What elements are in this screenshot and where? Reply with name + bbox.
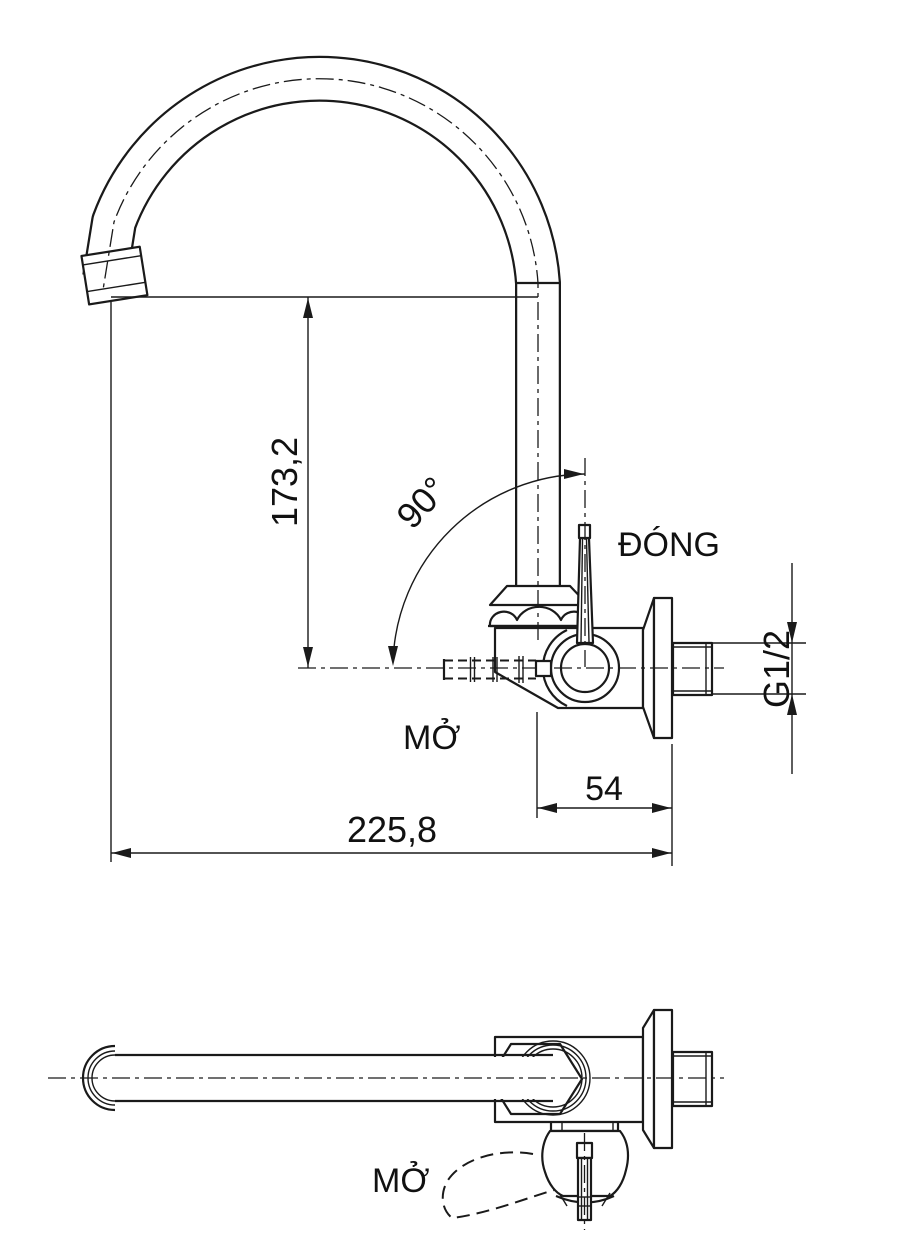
arrow-left-icon xyxy=(112,848,131,858)
arrow-up-icon xyxy=(303,298,313,318)
swivel-nut xyxy=(488,584,590,628)
closed-label: ĐÓNG xyxy=(618,526,720,564)
wall-distance-dimension: 54 xyxy=(536,712,673,866)
open-label-top: MỞ xyxy=(372,1162,429,1200)
spout-centerline xyxy=(102,78,539,640)
arrow-down-icon xyxy=(388,646,398,666)
height-dimension: 173,2 xyxy=(111,296,538,668)
wall-cone-top xyxy=(641,1008,656,1150)
angle-dimension: 90° xyxy=(388,469,455,537)
open-label-front: MỞ xyxy=(403,719,460,757)
gooseneck-spout xyxy=(82,55,561,592)
thread-dimension-text: G1/2 xyxy=(756,630,797,708)
front-view: 90° 173,2 54 225,8 xyxy=(80,55,806,866)
arrow-right-icon xyxy=(564,469,584,479)
height-dimension-text: 173,2 xyxy=(264,437,305,527)
reach-dimension-text: 225,8 xyxy=(347,809,437,850)
top-view: MỞ xyxy=(48,1008,724,1230)
reach-dimension: 225,8 xyxy=(110,302,672,862)
thread-dimension: G1/2 xyxy=(712,563,806,774)
wall-distance-text: 54 xyxy=(585,770,623,808)
thread-nipple-top xyxy=(671,1050,714,1108)
handle-phantom-swing xyxy=(441,1151,555,1220)
arrow-down-icon xyxy=(787,622,797,643)
wall-plate-top xyxy=(652,1008,674,1150)
arrow-left-icon xyxy=(538,803,557,813)
handle-open-lever xyxy=(575,1133,594,1230)
thread-nipple xyxy=(671,641,714,697)
arrow-up-icon xyxy=(787,694,797,715)
arrow-down-icon xyxy=(303,647,313,667)
arrow-right-icon xyxy=(652,803,671,813)
aerator-collar xyxy=(80,245,149,306)
handle-closed-lever xyxy=(575,458,595,667)
arrow-right-icon xyxy=(652,848,671,858)
handle-open-hidden xyxy=(442,656,553,683)
